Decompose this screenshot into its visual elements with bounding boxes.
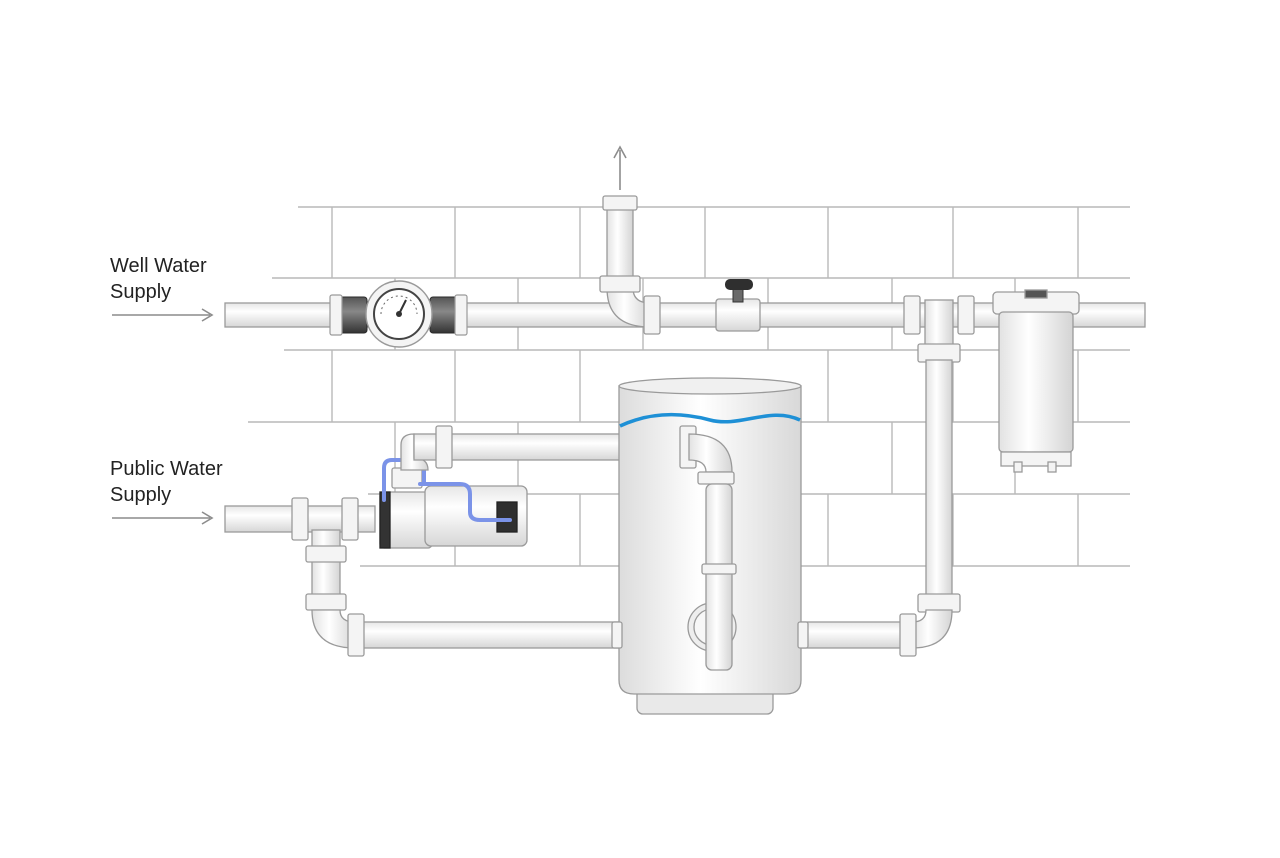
flow-meter bbox=[329, 280, 468, 348]
up-arrow-icon bbox=[613, 145, 627, 190]
valve-handle-icon bbox=[725, 279, 753, 290]
booster-pump bbox=[379, 467, 528, 549]
public-water-supply-line-2: Supply bbox=[110, 484, 172, 506]
public-water-pipe bbox=[224, 497, 621, 657]
public-water-supply-line-1: Public Water bbox=[110, 458, 223, 480]
shutoff-valve bbox=[715, 279, 761, 332]
pressure-gauge-icon bbox=[365, 280, 433, 348]
public-water-supply-label: Public Water Supply bbox=[110, 456, 223, 508]
right-arrow-icon bbox=[112, 511, 214, 525]
tank-connections bbox=[611, 621, 809, 649]
bypass-pipe bbox=[799, 359, 961, 657]
water-level-wave bbox=[619, 412, 801, 428]
right-arrow-icon bbox=[112, 308, 214, 322]
tank-inlet-pipe bbox=[679, 425, 737, 671]
well-water-supply-label: Well Water Supply bbox=[110, 253, 207, 305]
well-water-supply-line-2: Supply bbox=[110, 281, 172, 303]
well-water-supply-line-1: Well Water bbox=[110, 255, 207, 277]
water-filter bbox=[992, 289, 1080, 473]
